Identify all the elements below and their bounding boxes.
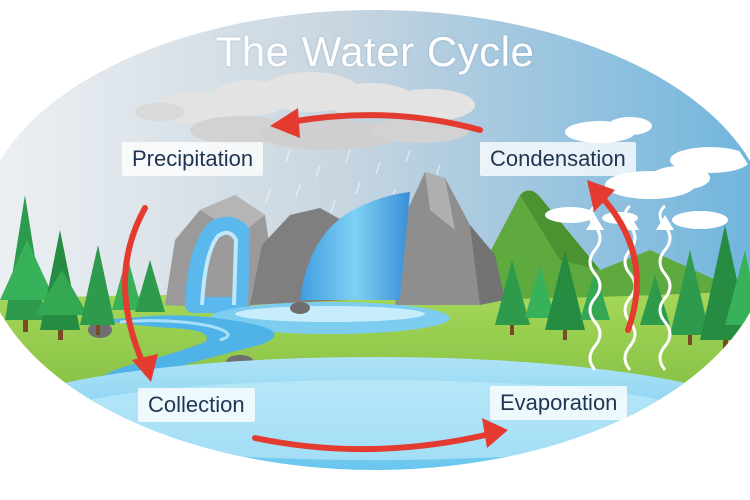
arrow-collection-to-evaporation bbox=[252, 431, 493, 453]
stone bbox=[290, 302, 310, 314]
pine-trees-left bbox=[0, 195, 165, 340]
label-condensation: Condensation bbox=[480, 142, 636, 176]
label-precipitation: Precipitation bbox=[122, 142, 264, 176]
cycle-arrowheads bbox=[132, 108, 615, 448]
clouds-right bbox=[545, 117, 750, 229]
cycle-arrows bbox=[122, 112, 640, 453]
pine-trees-right bbox=[495, 225, 750, 350]
big-waterfall bbox=[300, 192, 410, 300]
arrow-precipitation-to-collection bbox=[122, 205, 148, 371]
arrow-condensation-to-precipitation bbox=[287, 112, 483, 133]
label-evaporation: Evaporation bbox=[490, 386, 628, 420]
small-waterfall bbox=[185, 216, 250, 313]
arrow-evaporation-to-condensation bbox=[597, 192, 640, 333]
label-collection: Collection bbox=[138, 388, 255, 422]
diagram-title: The Water Cycle bbox=[215, 28, 535, 75]
